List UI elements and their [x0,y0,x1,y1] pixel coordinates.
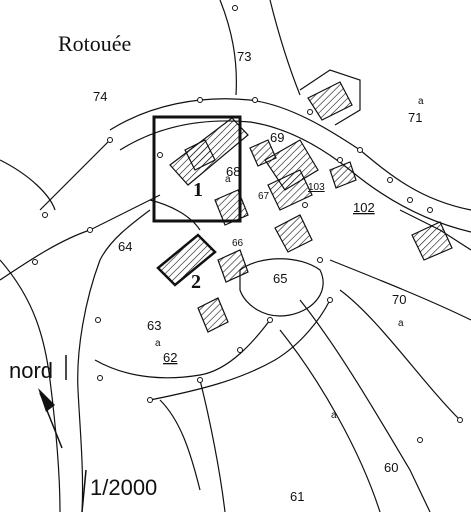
parcel-60: 60 [384,460,398,475]
building-63 [197,297,229,333]
scale-separator [81,469,87,512]
parcel-61: 61 [290,489,304,504]
marker-1: 1 [193,179,203,201]
north-label: nord [9,358,53,383]
parcel-64: 64 [118,239,132,254]
parcel-68: 68 [226,164,240,179]
parcel-69: 69 [270,130,284,145]
building-1 [184,139,216,171]
parcel-70: 70 [392,292,406,307]
parcel-74: 74 [93,89,107,104]
a-mark: a [155,338,161,349]
building-103 [329,161,357,189]
boundary-points [32,5,463,443]
place-name: Rotouée [58,31,131,56]
a-mark: a [331,410,337,421]
building-65b [217,249,249,283]
parcel-65: 65 [273,271,287,286]
highlight-box [152,115,242,223]
building-67 [249,139,277,167]
parcel-73: 73 [237,49,251,64]
parcel-67: 67 [258,191,270,202]
north-arrow-icon [38,388,63,449]
parcel-102: 102 [353,200,375,215]
a-mark: a [225,174,231,185]
a-mark: a [398,318,404,329]
building-2 [156,233,217,287]
buildings [156,81,453,333]
building-center [267,169,313,211]
parcel-66: 66 [232,238,244,249]
building-east [411,221,453,261]
parcel-63: 63 [147,318,161,333]
parcel-71: 71 [408,110,422,125]
a-mark: a [418,96,424,107]
building-71 [307,81,353,121]
marker-2: 2 [191,271,201,293]
parcel-62: 62 [163,350,177,365]
parcel-103: 103 [308,182,325,193]
building-66 [274,214,313,253]
scale-label: 1/2000 [90,475,157,500]
